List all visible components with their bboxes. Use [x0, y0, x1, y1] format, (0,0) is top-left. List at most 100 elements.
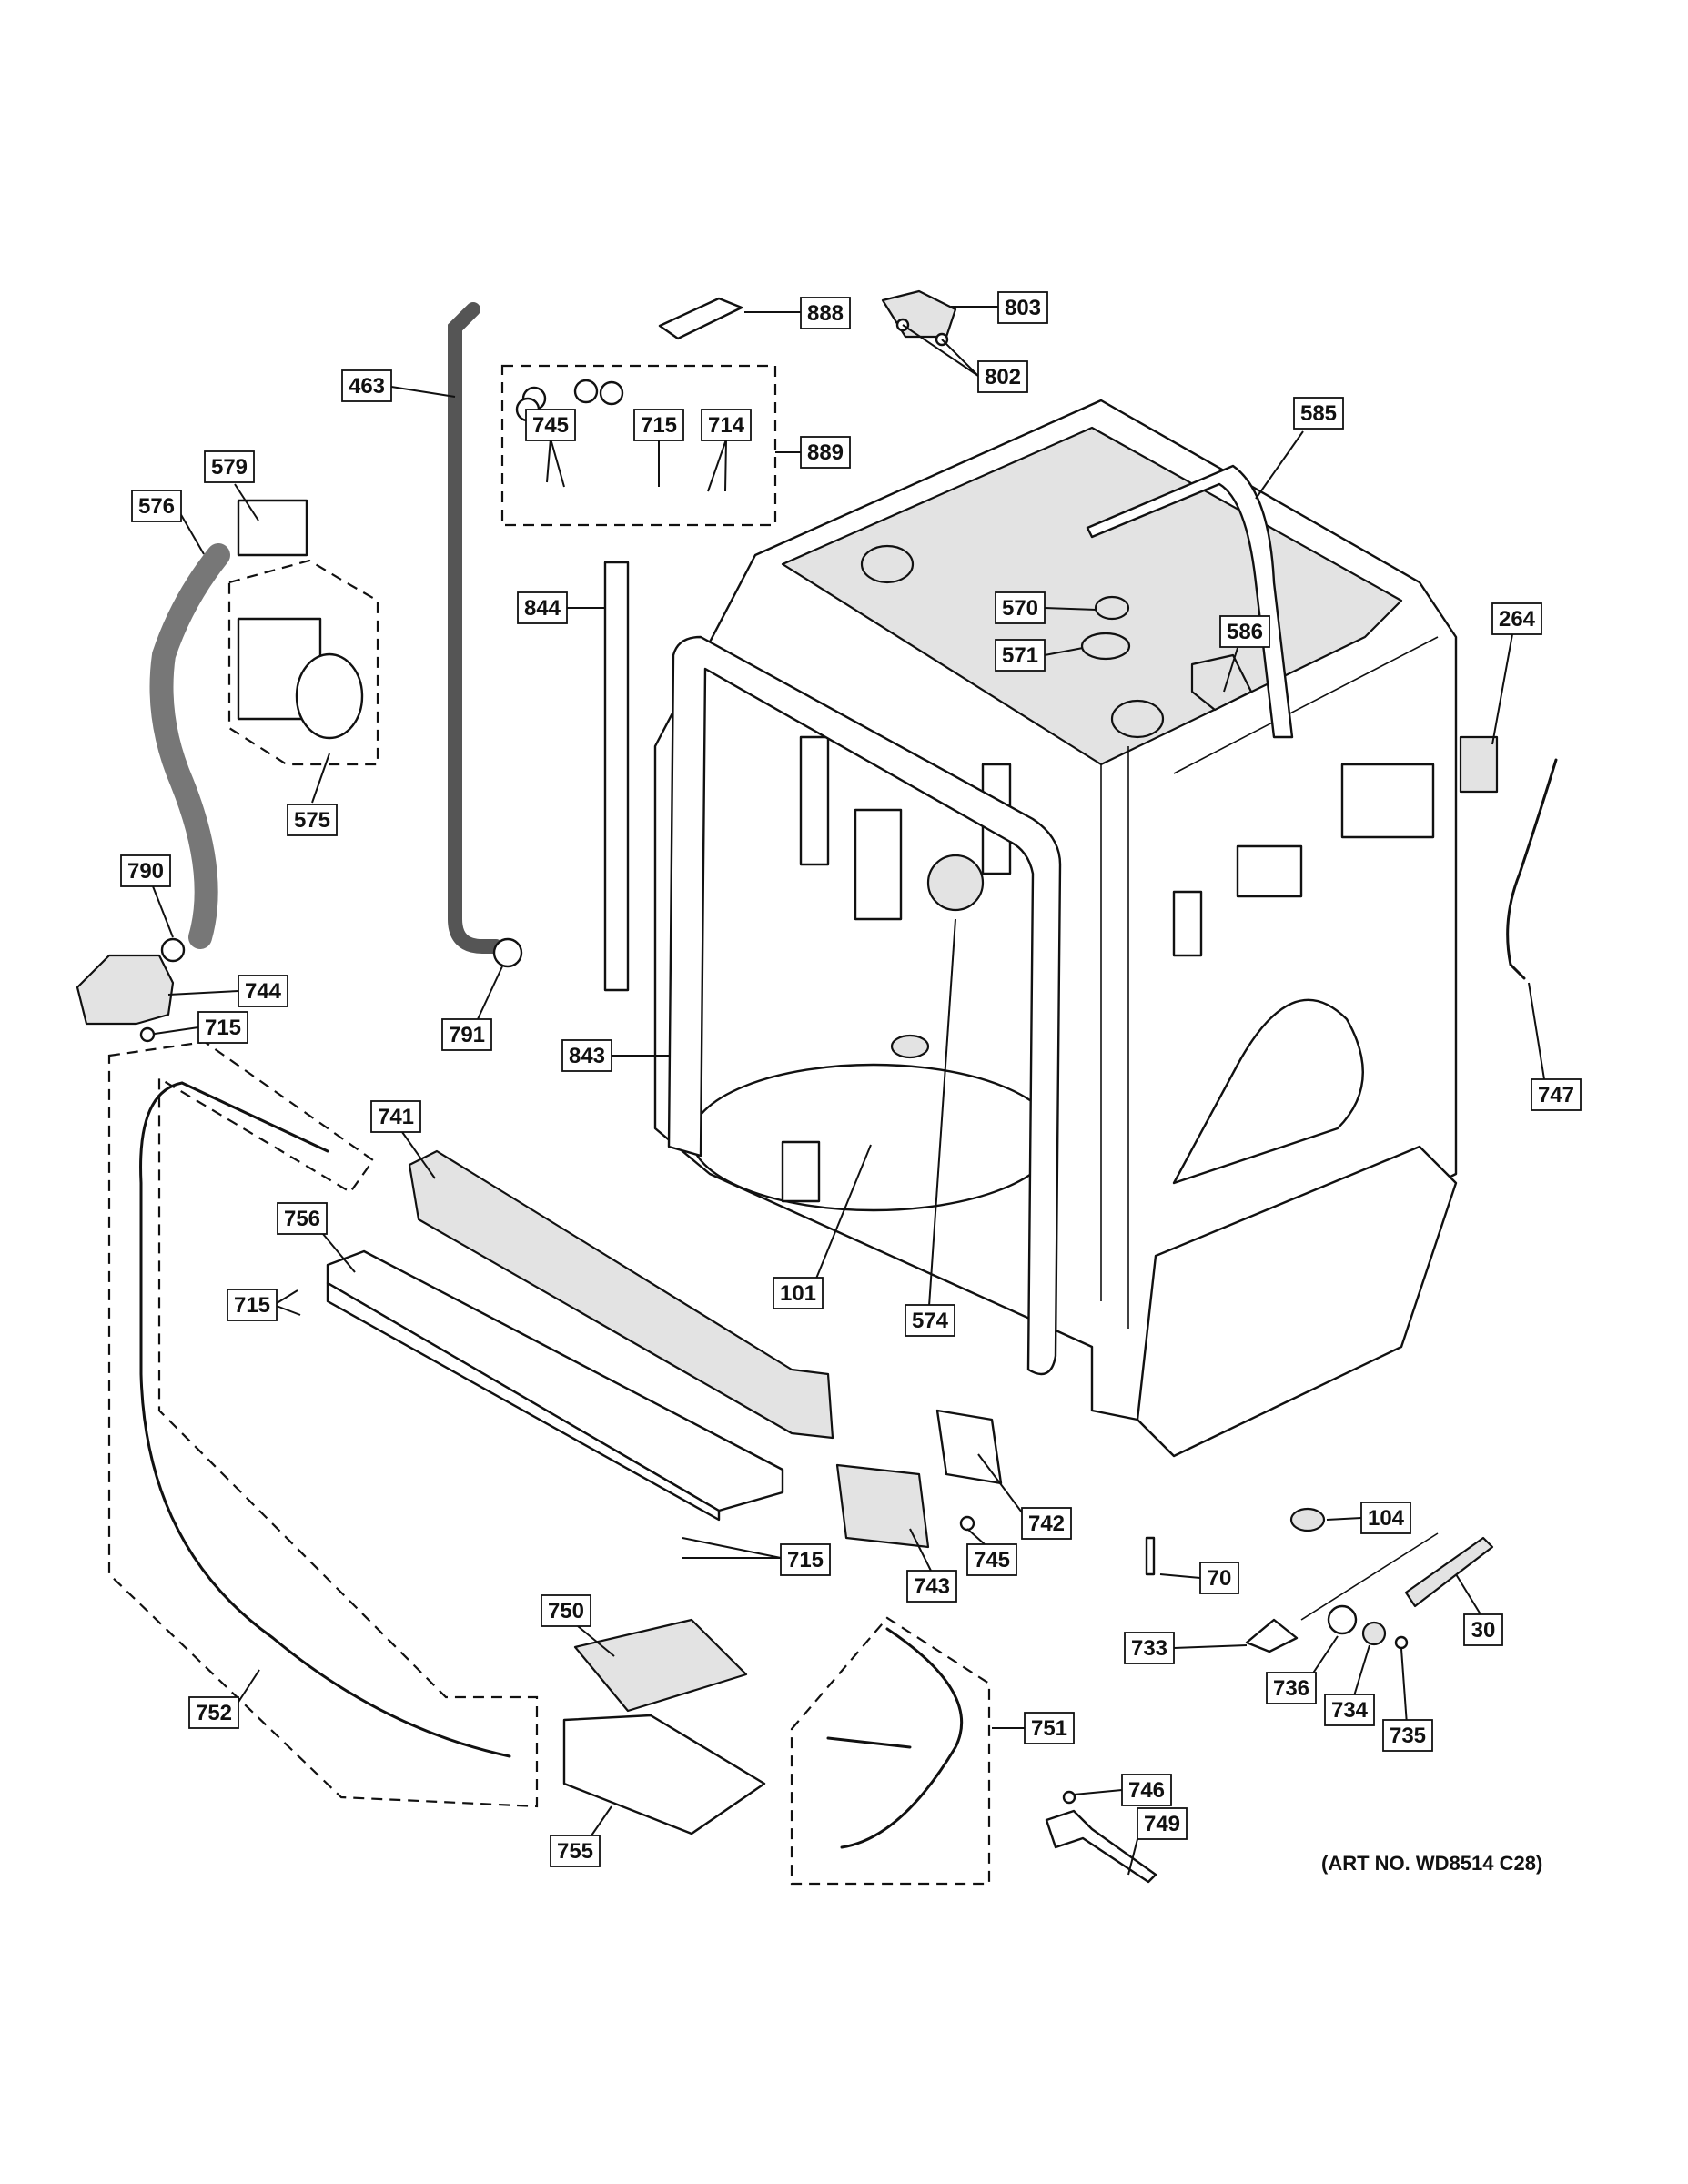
callout-text: 715: [205, 1016, 241, 1040]
cable-733: [1300, 1532, 1439, 1621]
callout-715c: 715: [227, 1289, 278, 1321]
callout-715b: 715: [197, 1011, 248, 1044]
inlet-seal: [295, 652, 364, 740]
screw-735: [1394, 1635, 1409, 1650]
callout-750: 750: [541, 1594, 591, 1627]
pump-clip: [160, 937, 186, 963]
callout-text: 843: [569, 1044, 605, 1068]
callout-574: 574: [905, 1304, 955, 1337]
callout-text: 585: [1300, 401, 1337, 426]
callout-text: 575: [294, 808, 330, 833]
callout-747: 747: [1531, 1078, 1582, 1111]
hose-clamp: [492, 937, 523, 968]
toe-kick-seal: [408, 1149, 834, 1440]
callout-791: 791: [441, 1018, 492, 1051]
callout-text: 104: [1368, 1506, 1405, 1531]
callout-text: 745: [974, 1548, 1010, 1572]
callout-715d: 715: [780, 1543, 831, 1576]
callout-714: 714: [701, 409, 752, 441]
part-70: [1145, 1536, 1156, 1576]
callout-text: 749: [1144, 1812, 1180, 1836]
callout-text: 570: [1002, 596, 1038, 621]
callout-463: 463: [341, 369, 392, 402]
callout-888: 888: [800, 297, 851, 329]
callout-text: 734: [1331, 1698, 1369, 1723]
pulley-736: [1327, 1604, 1358, 1635]
callout-735: 735: [1382, 1719, 1433, 1752]
callout-text: 755: [557, 1839, 593, 1864]
callout-741: 741: [370, 1100, 421, 1133]
spring-30: [1404, 1536, 1494, 1608]
callout-text: 750: [548, 1599, 584, 1623]
board-housing: [562, 1714, 766, 1835]
callout-text: 715: [641, 413, 677, 438]
callout-715: 715: [633, 409, 684, 441]
group-751: [790, 1616, 991, 1886]
callout-733: 733: [1124, 1632, 1175, 1664]
callout-749: 749: [1137, 1807, 1188, 1840]
callout-text: 733: [1131, 1636, 1167, 1661]
callout-text: 745: [532, 413, 569, 438]
vent-586: [1190, 653, 1253, 712]
callout-746: 746: [1121, 1774, 1172, 1806]
plug-2: [573, 379, 599, 404]
callout-751: 751: [1024, 1712, 1075, 1744]
callout-570: 570: [995, 592, 1046, 624]
callout-734: 734: [1324, 1694, 1375, 1726]
harness-751: [826, 1627, 964, 1849]
module-screw: [959, 1515, 975, 1532]
inlet-bracket: [237, 499, 308, 557]
callout-text: 742: [1028, 1512, 1065, 1536]
callout-756: 756: [277, 1202, 328, 1235]
callout-30: 30: [1463, 1613, 1503, 1646]
callout-text: 30: [1471, 1618, 1496, 1643]
cap-570: [1094, 595, 1130, 621]
screw-746: [1062, 1790, 1076, 1805]
plug-3: [599, 380, 624, 406]
callout-755: 755: [550, 1835, 601, 1867]
callout-264: 264: [1491, 602, 1542, 635]
callout-text: 744: [245, 979, 282, 1004]
door-latch: [881, 289, 957, 339]
callout-text: 736: [1273, 1676, 1309, 1701]
callout-744: 744: [238, 975, 288, 1007]
callout-text: 791: [449, 1023, 485, 1047]
callout-text: 576: [138, 494, 175, 519]
side-strip: [603, 561, 630, 992]
callout-text: 101: [780, 1281, 816, 1306]
leader-lines: [152, 306, 1545, 1876]
callout-text: 790: [127, 859, 164, 884]
pump-screw: [139, 1026, 156, 1043]
callout-586: 586: [1219, 615, 1270, 648]
callout-790: 790: [120, 854, 171, 887]
callout-text: 743: [914, 1574, 950, 1599]
pulley-734: [1361, 1621, 1387, 1646]
callout-labels: 463 888 803 802 745 715 714 889 585 579 …: [120, 291, 1582, 1867]
callout-889: 889: [800, 436, 851, 469]
callout-742: 742: [1021, 1507, 1072, 1540]
door-gasket: [667, 635, 1062, 1376]
sensor-749: [1045, 1809, 1157, 1884]
callout-text: 463: [349, 374, 385, 399]
callout-101: 101: [773, 1277, 824, 1309]
callout-text: 715: [787, 1548, 824, 1572]
callout-576: 576: [131, 490, 182, 522]
callout-745b: 745: [966, 1543, 1017, 1576]
callout-text: 715: [234, 1293, 270, 1318]
callout-575: 575: [287, 804, 338, 836]
callout-text: 714: [708, 413, 745, 438]
part-104: [1289, 1507, 1326, 1532]
callout-text: 747: [1538, 1083, 1574, 1107]
wire-747: [1506, 758, 1558, 980]
ring-571: [1080, 632, 1131, 661]
callout-571: 571: [995, 639, 1046, 672]
callout-text: 752: [196, 1701, 232, 1725]
callout-text: 70: [1208, 1566, 1232, 1591]
callout-70: 70: [1199, 1562, 1239, 1594]
callout-736: 736: [1266, 1672, 1317, 1704]
hinge-733: [1245, 1618, 1299, 1653]
toe-kick-front: [326, 1281, 721, 1522]
callout-text: 741: [378, 1105, 414, 1129]
spray-arm-hub: [926, 854, 985, 912]
